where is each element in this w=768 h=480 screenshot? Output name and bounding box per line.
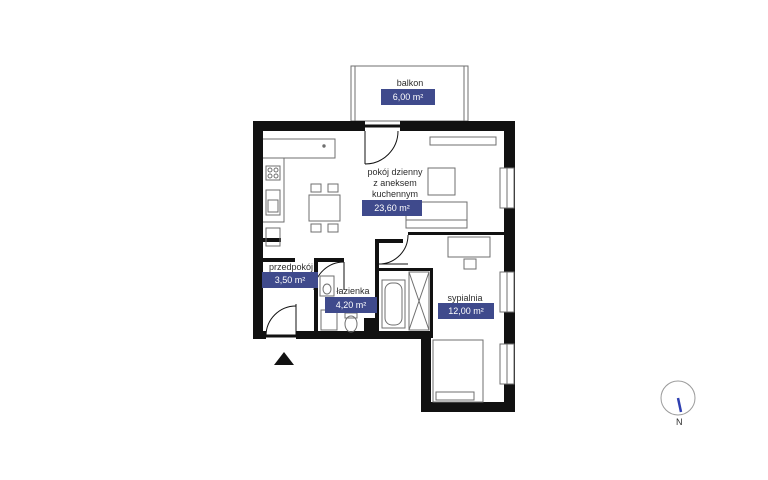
compass-label: N xyxy=(676,417,683,427)
area-badge-balkon: 6,00 m² xyxy=(381,89,435,105)
area-badge-pokoj-dzienny: 23,60 m² xyxy=(362,200,422,216)
room-name-lazienka: łazienka xyxy=(336,286,370,296)
area-badge-sypialnia: 12,00 m² xyxy=(438,303,494,319)
windows xyxy=(499,167,515,385)
room-name-pokoj-dzienny: pokój dzienny z aneksem kuchennym xyxy=(367,167,423,199)
exterior-walls xyxy=(253,121,515,412)
compass-icon xyxy=(660,380,696,416)
interior-walls xyxy=(262,232,504,338)
dining-table xyxy=(308,183,341,233)
area-badge-lazienka: 4,20 m² xyxy=(325,297,377,313)
room-name-sypialnia: sypialnia xyxy=(447,293,483,303)
bathroom-fixtures xyxy=(319,271,430,333)
bedroom-furniture xyxy=(432,236,491,403)
area-badge-przedpokoj: 3,50 m² xyxy=(262,272,318,288)
room-name-przedpokoj: przedpokój xyxy=(268,262,314,272)
kitchen xyxy=(263,138,336,247)
entrance-arrow-icon xyxy=(274,352,294,365)
room-name-balkon: balkon xyxy=(396,78,424,88)
